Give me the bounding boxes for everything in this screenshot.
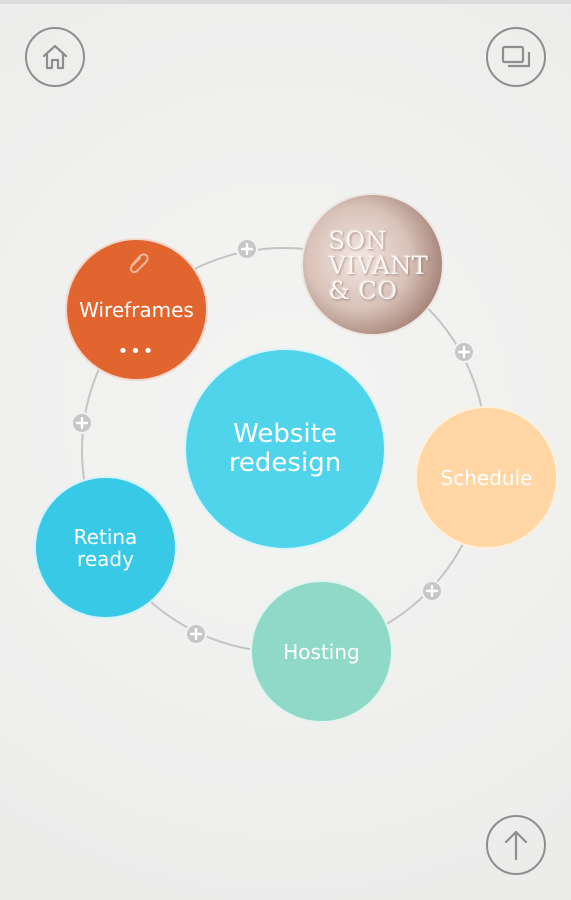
node-image-bubble[interactable]: SON VIVANT & CO [301,193,444,336]
status-bar-edge [0,0,571,4]
add-node-button[interactable] [453,341,475,363]
plus-icon [241,243,253,255]
plus-icon [426,585,438,597]
node-wireframes[interactable]: Wireframes ••• [65,238,208,381]
add-node-button[interactable] [185,623,207,645]
node-retina-label: Retina ready [73,524,138,571]
plus-icon [76,417,88,429]
node-image-text: SON VIVANT & CO [328,226,429,306]
center-topic-label: Website redesign [228,419,342,478]
home-button[interactable] [25,27,85,87]
node-hosting[interactable]: Hosting [250,580,393,723]
plus-icon [190,628,202,640]
add-node-button[interactable] [236,238,258,260]
center-topic-bubble[interactable]: Website redesign [184,348,386,550]
node-schedule-label: Schedule [440,465,533,490]
scroll-up-button[interactable] [486,815,546,875]
more-dots-icon[interactable]: ••• [117,341,156,362]
node-wireframes-label: Wireframes [79,297,194,322]
paperclip-icon [129,253,149,274]
windows-button[interactable] [486,27,546,87]
windows-icon [501,45,531,68]
home-icon [42,44,68,70]
node-schedule[interactable]: Schedule [415,406,558,549]
add-node-button[interactable] [421,580,443,602]
node-retina-ready[interactable]: Retina ready [34,476,177,619]
node-hosting-label: Hosting [283,639,360,664]
arrow-up-icon [504,830,528,861]
plus-icon [458,346,470,358]
add-node-button[interactable] [71,412,93,434]
